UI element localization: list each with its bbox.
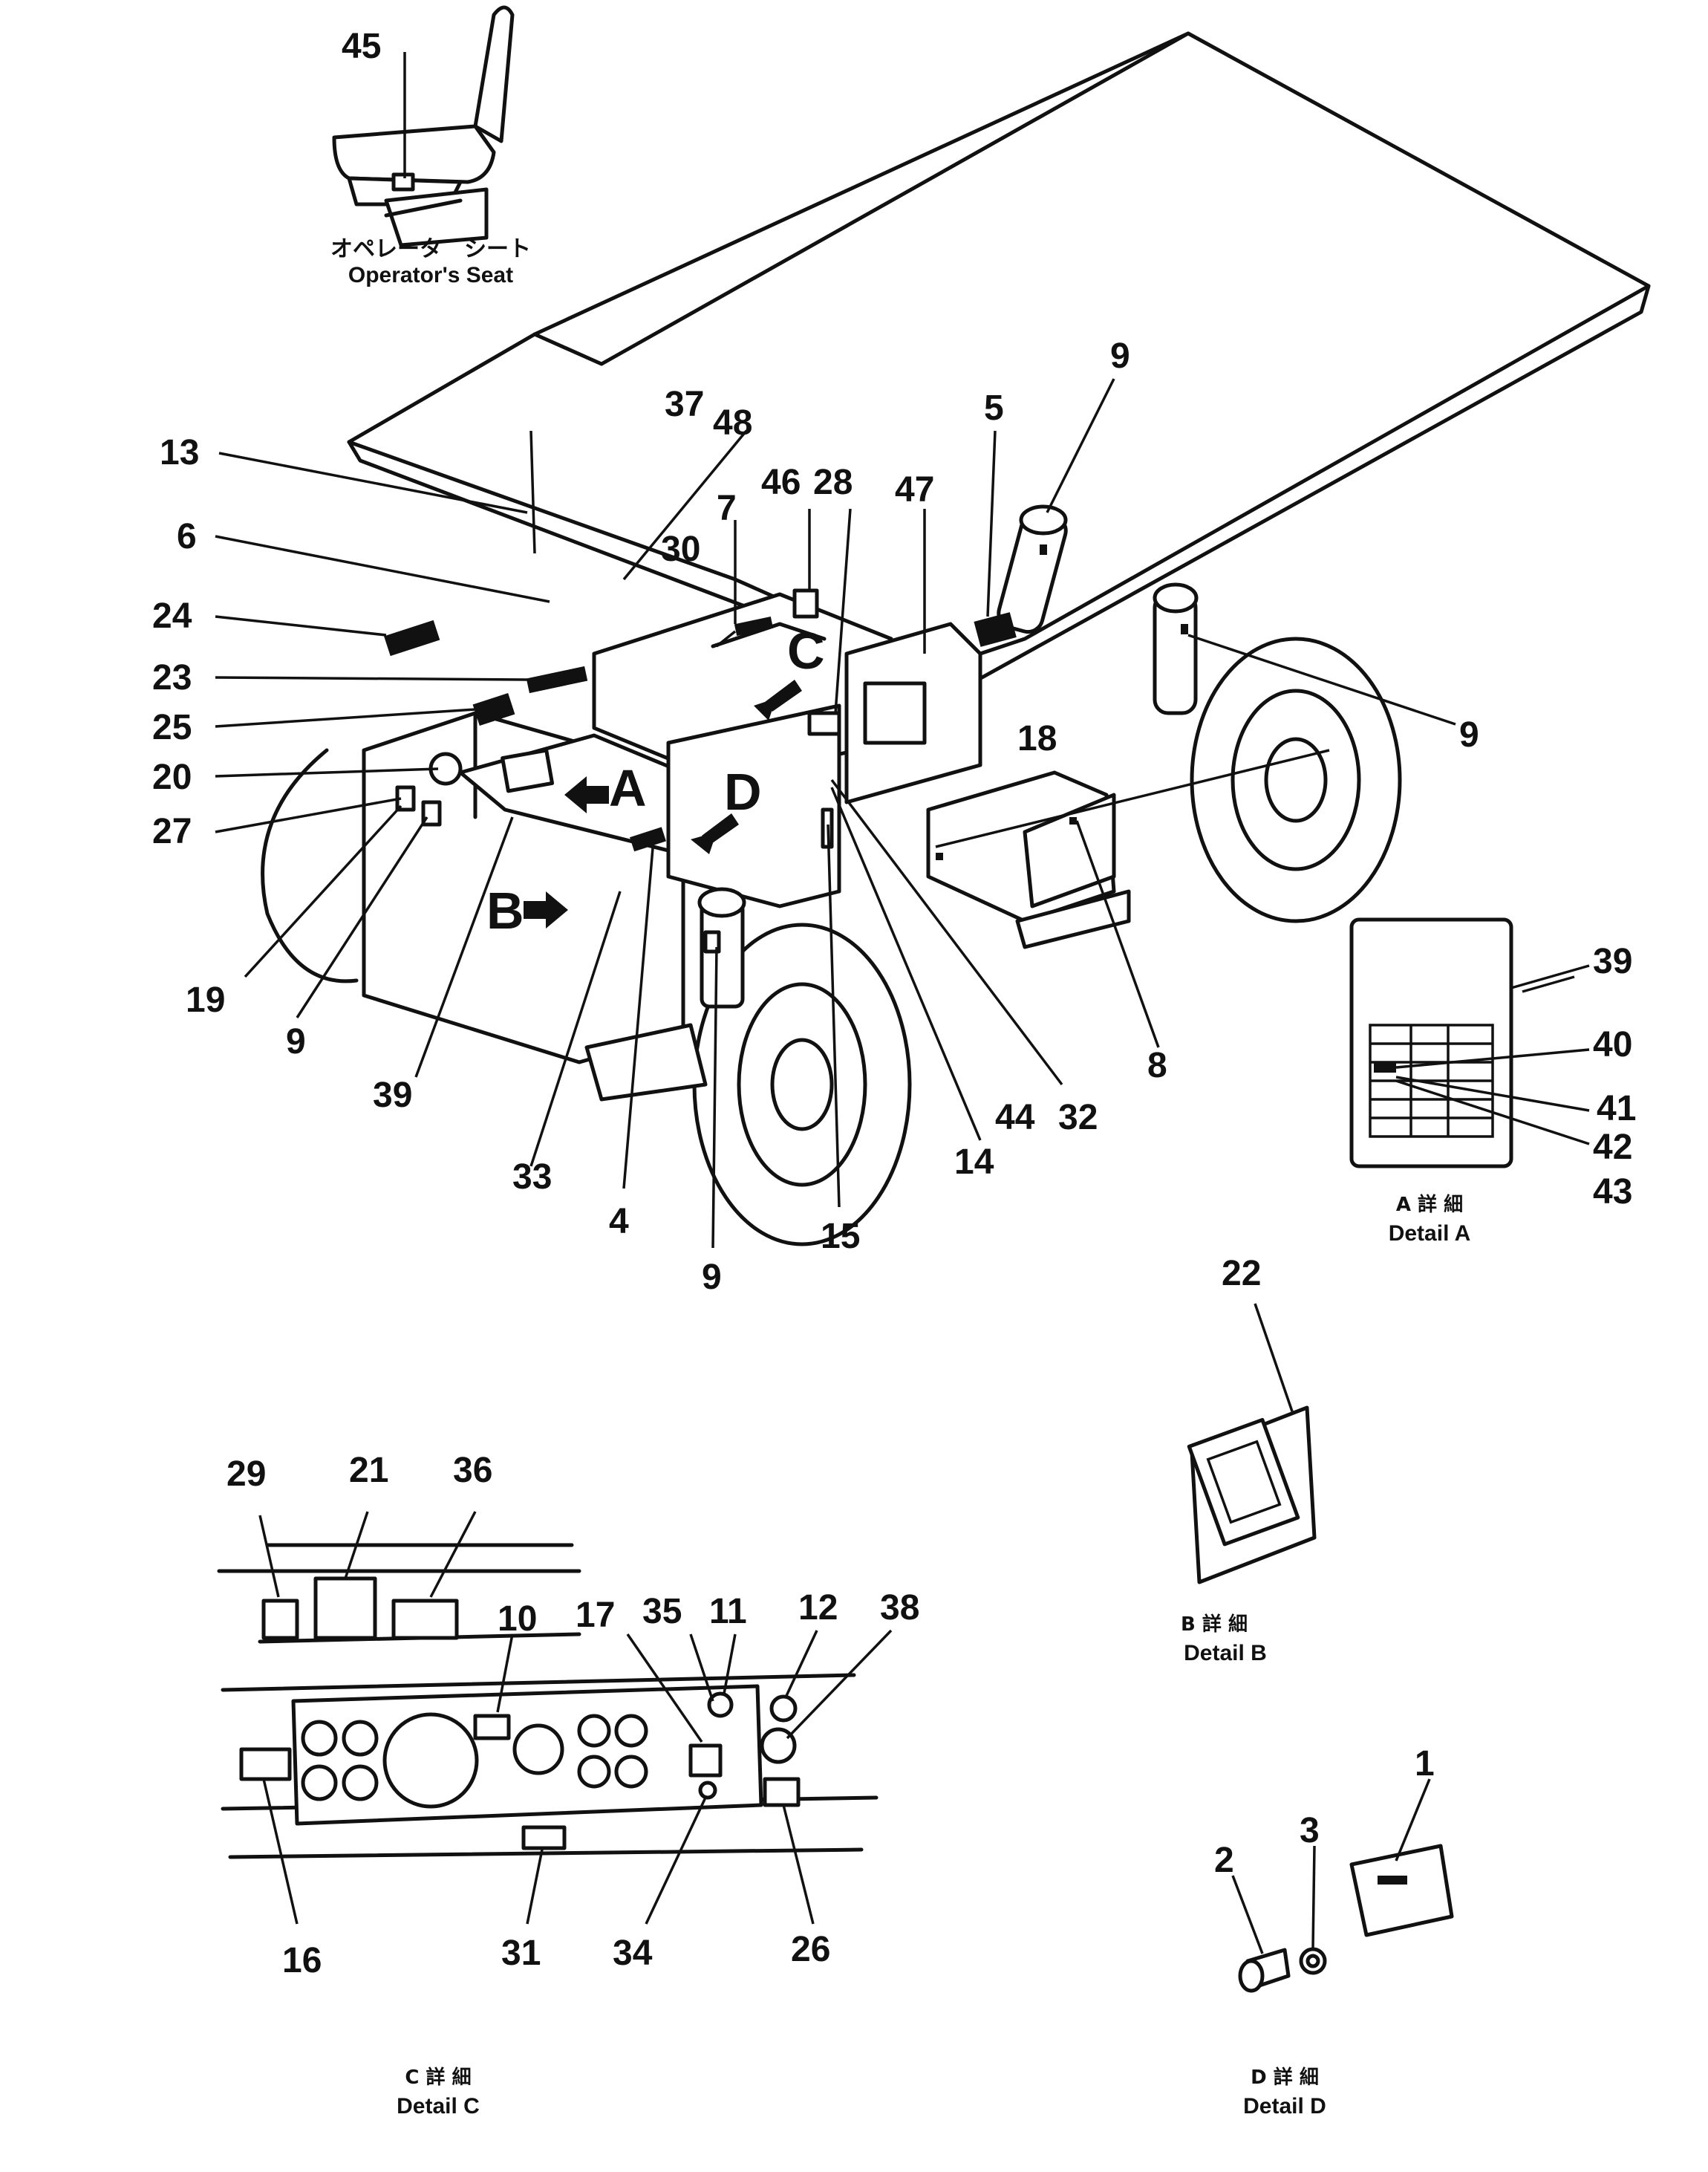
part-number: 43 xyxy=(1593,1172,1632,1212)
part-number: 38 xyxy=(880,1588,919,1628)
leader-lines xyxy=(215,52,1575,1249)
dump-truck-main-view: A B C D xyxy=(261,31,1651,1246)
part-number: 20 xyxy=(152,758,192,797)
part-number: 5 xyxy=(984,388,1004,428)
part-number: 40 xyxy=(1593,1025,1632,1064)
part-number: 3 xyxy=(1300,1811,1320,1850)
part-number: 9 xyxy=(1110,336,1130,376)
part-number: 30 xyxy=(661,530,700,569)
part-number: 27 xyxy=(152,812,192,851)
part-number: 29 xyxy=(226,1454,266,1494)
part-number: 48 xyxy=(713,403,752,443)
part-number: 9 xyxy=(286,1022,306,1061)
seat-caption-jp: オペレータ シート xyxy=(330,237,531,261)
seat-caption-en: Operator's Seat xyxy=(348,263,513,287)
part-number: 24 xyxy=(152,596,192,636)
part-number: 14 xyxy=(954,1142,994,1182)
detail-a-caption-jp: A 詳 細 xyxy=(1396,1193,1463,1216)
detail-a-caption-en: Detail A xyxy=(1389,1221,1471,1246)
part-number: 35 xyxy=(642,1592,682,1631)
part-number: 36 xyxy=(453,1451,492,1490)
part-number: 8 xyxy=(1147,1046,1167,1085)
part-number: 4 xyxy=(609,1202,629,1241)
part-number: 33 xyxy=(512,1157,552,1197)
part-number: 11 xyxy=(709,1592,747,1631)
detail-d-caption-jp: D 詳 細 xyxy=(1251,2066,1319,2089)
part-number-labels: 45 13 6 24 23 25 20 27 19 9 39 33 4 9 15… xyxy=(152,27,1636,1980)
detail-c-caption-en: Detail C xyxy=(397,2094,480,2119)
part-number: 21 xyxy=(349,1451,388,1490)
part-number: 25 xyxy=(152,708,192,747)
part-number: 31 xyxy=(501,1934,541,1973)
part-number: 19 xyxy=(186,981,225,1020)
part-number: 1 xyxy=(1415,1744,1435,1784)
detail-c-caption-jp: C 詳 細 xyxy=(405,2066,471,2089)
part-number: 18 xyxy=(1017,719,1057,758)
detail-d-view: D 詳 細 Detail D xyxy=(1231,1778,1454,2119)
part-number: 13 xyxy=(160,433,199,472)
part-number: 26 xyxy=(791,1930,830,1969)
operators-seat-view: オペレータ シート Operator's Seat xyxy=(330,5,531,287)
part-number: 42 xyxy=(1593,1128,1632,1167)
part-number: 39 xyxy=(1593,942,1632,981)
part-number: 34 xyxy=(613,1934,653,1973)
part-number: 7 xyxy=(717,489,737,528)
detail-b-view: B 詳 細 Detail B xyxy=(1181,1303,1317,1665)
part-number: 2 xyxy=(1214,1841,1234,1880)
view-marker-a: A xyxy=(609,759,647,817)
detail-b-caption-en: Detail B xyxy=(1184,1641,1267,1665)
part-number: 28 xyxy=(813,463,853,502)
detail-a-view: A 詳 細 Detail A xyxy=(1349,917,1590,1246)
detail-d-caption-en: Detail D xyxy=(1243,2094,1326,2119)
part-number: 6 xyxy=(177,517,197,556)
detail-c-view: C 詳 細 Detail C xyxy=(217,1511,893,2119)
part-number: 17 xyxy=(576,1596,615,1635)
part-number: 22 xyxy=(1222,1254,1261,1293)
part-number: 46 xyxy=(761,463,801,502)
detail-b-caption-jp: B 詳 細 xyxy=(1181,1613,1248,1636)
part-number: 47 xyxy=(895,470,934,510)
view-marker-c: C xyxy=(787,622,825,680)
part-number: 39 xyxy=(373,1076,412,1115)
part-number: 16 xyxy=(282,1941,322,1980)
part-number: 37 xyxy=(665,385,704,424)
part-number: 15 xyxy=(821,1217,860,1256)
part-number: 9 xyxy=(1459,715,1479,755)
part-number: 45 xyxy=(342,27,381,66)
part-number: 12 xyxy=(798,1588,838,1628)
part-number: 44 xyxy=(995,1098,1035,1137)
part-number: 32 xyxy=(1058,1098,1098,1137)
part-number: 23 xyxy=(152,658,192,698)
view-marker-d: D xyxy=(724,763,762,821)
view-marker-b: B xyxy=(486,882,524,940)
part-number: 10 xyxy=(498,1599,537,1639)
part-number: 9 xyxy=(702,1258,722,1297)
part-number: 41 xyxy=(1597,1089,1636,1128)
